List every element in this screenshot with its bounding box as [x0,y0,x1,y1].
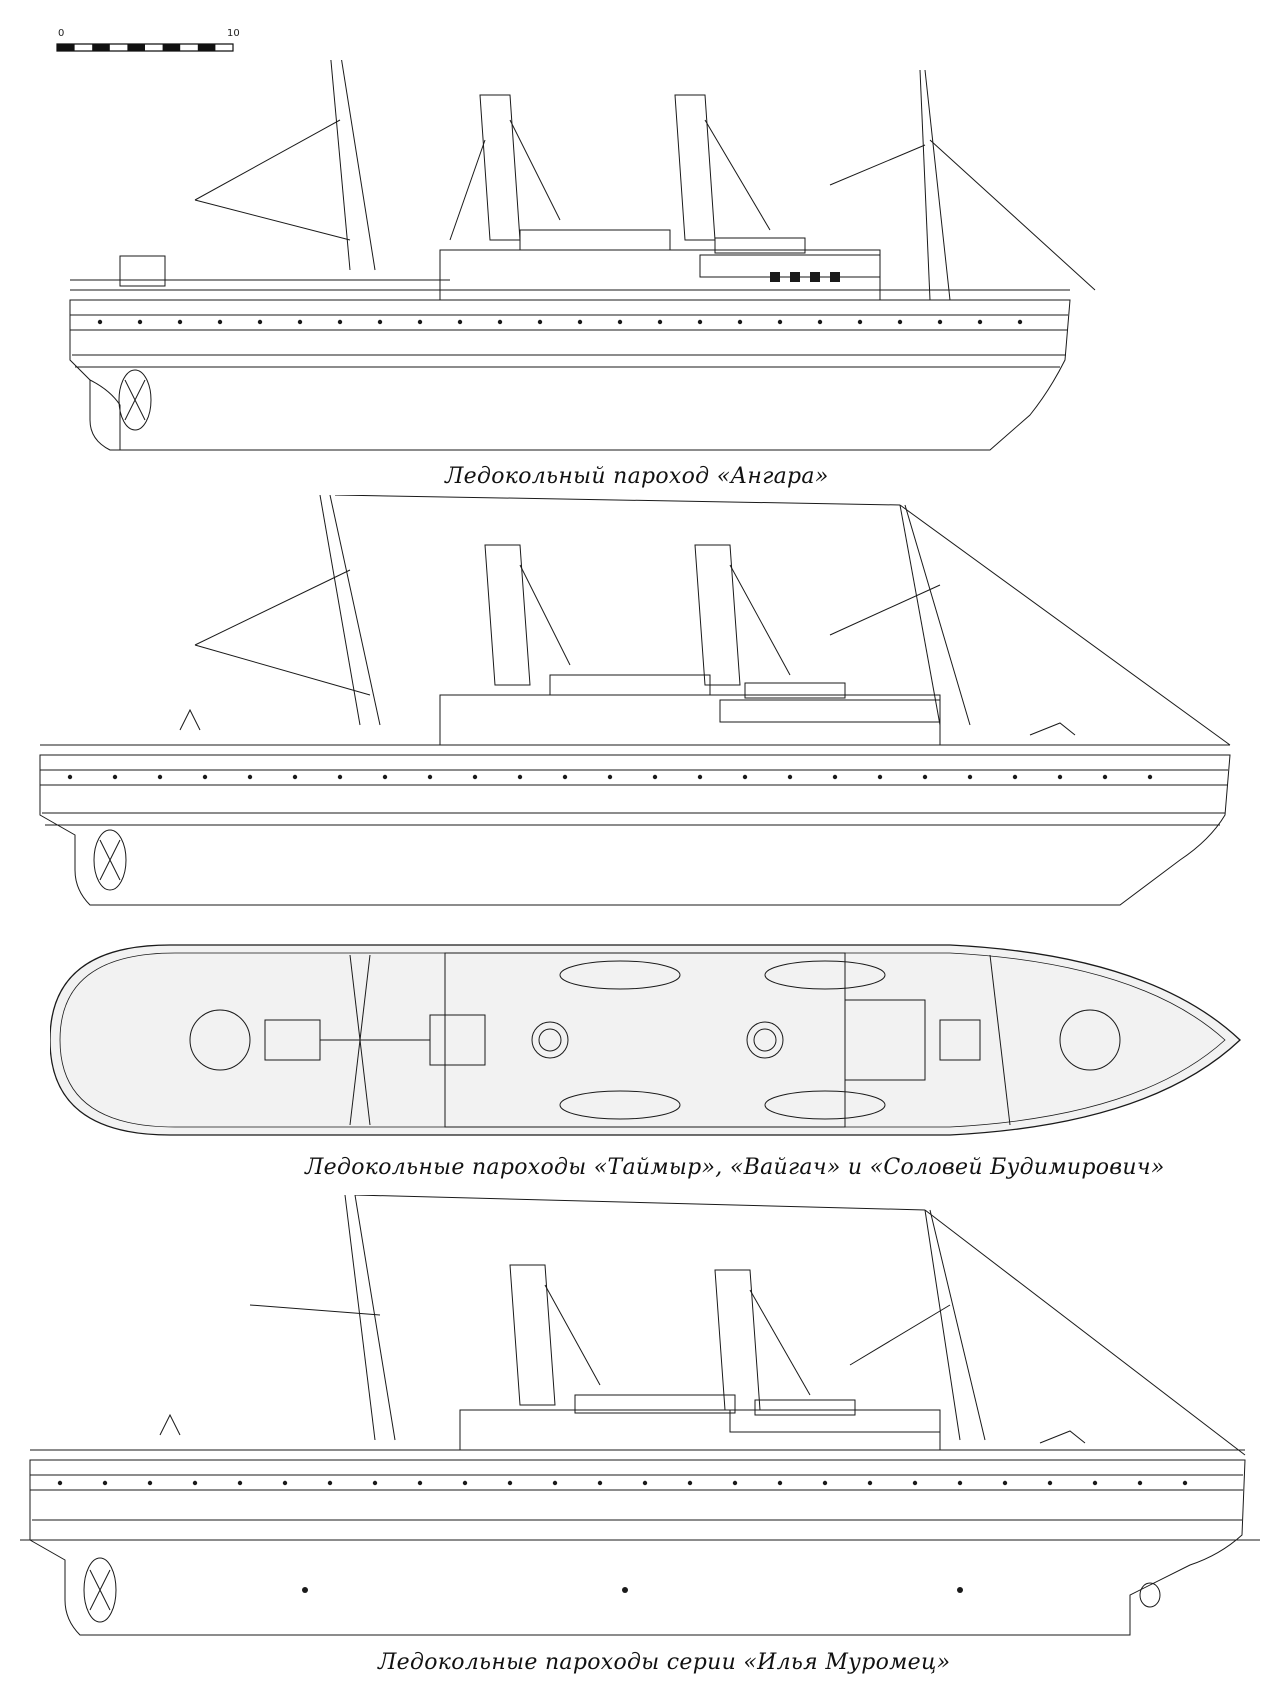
profile-angara [50,60,1110,460]
scale-start-label: 0 [58,28,65,39]
deck-plan [50,935,1250,1145]
scale-end-label: 10 [227,28,240,39]
caption-ilya-muromets: Ледокольные пароходы серии «Илья Муромец… [378,1650,951,1675]
scale-bar [55,38,245,58]
caption-taimyr-vaygach: Ледокольные пароходы «Таймыр», «Вайгач» … [305,1155,1165,1180]
profile-taimyr [30,495,1240,915]
caption-angara: Ледокольный пароход «Ангара» [445,464,829,489]
profile-ilya-muromets [20,1195,1260,1645]
